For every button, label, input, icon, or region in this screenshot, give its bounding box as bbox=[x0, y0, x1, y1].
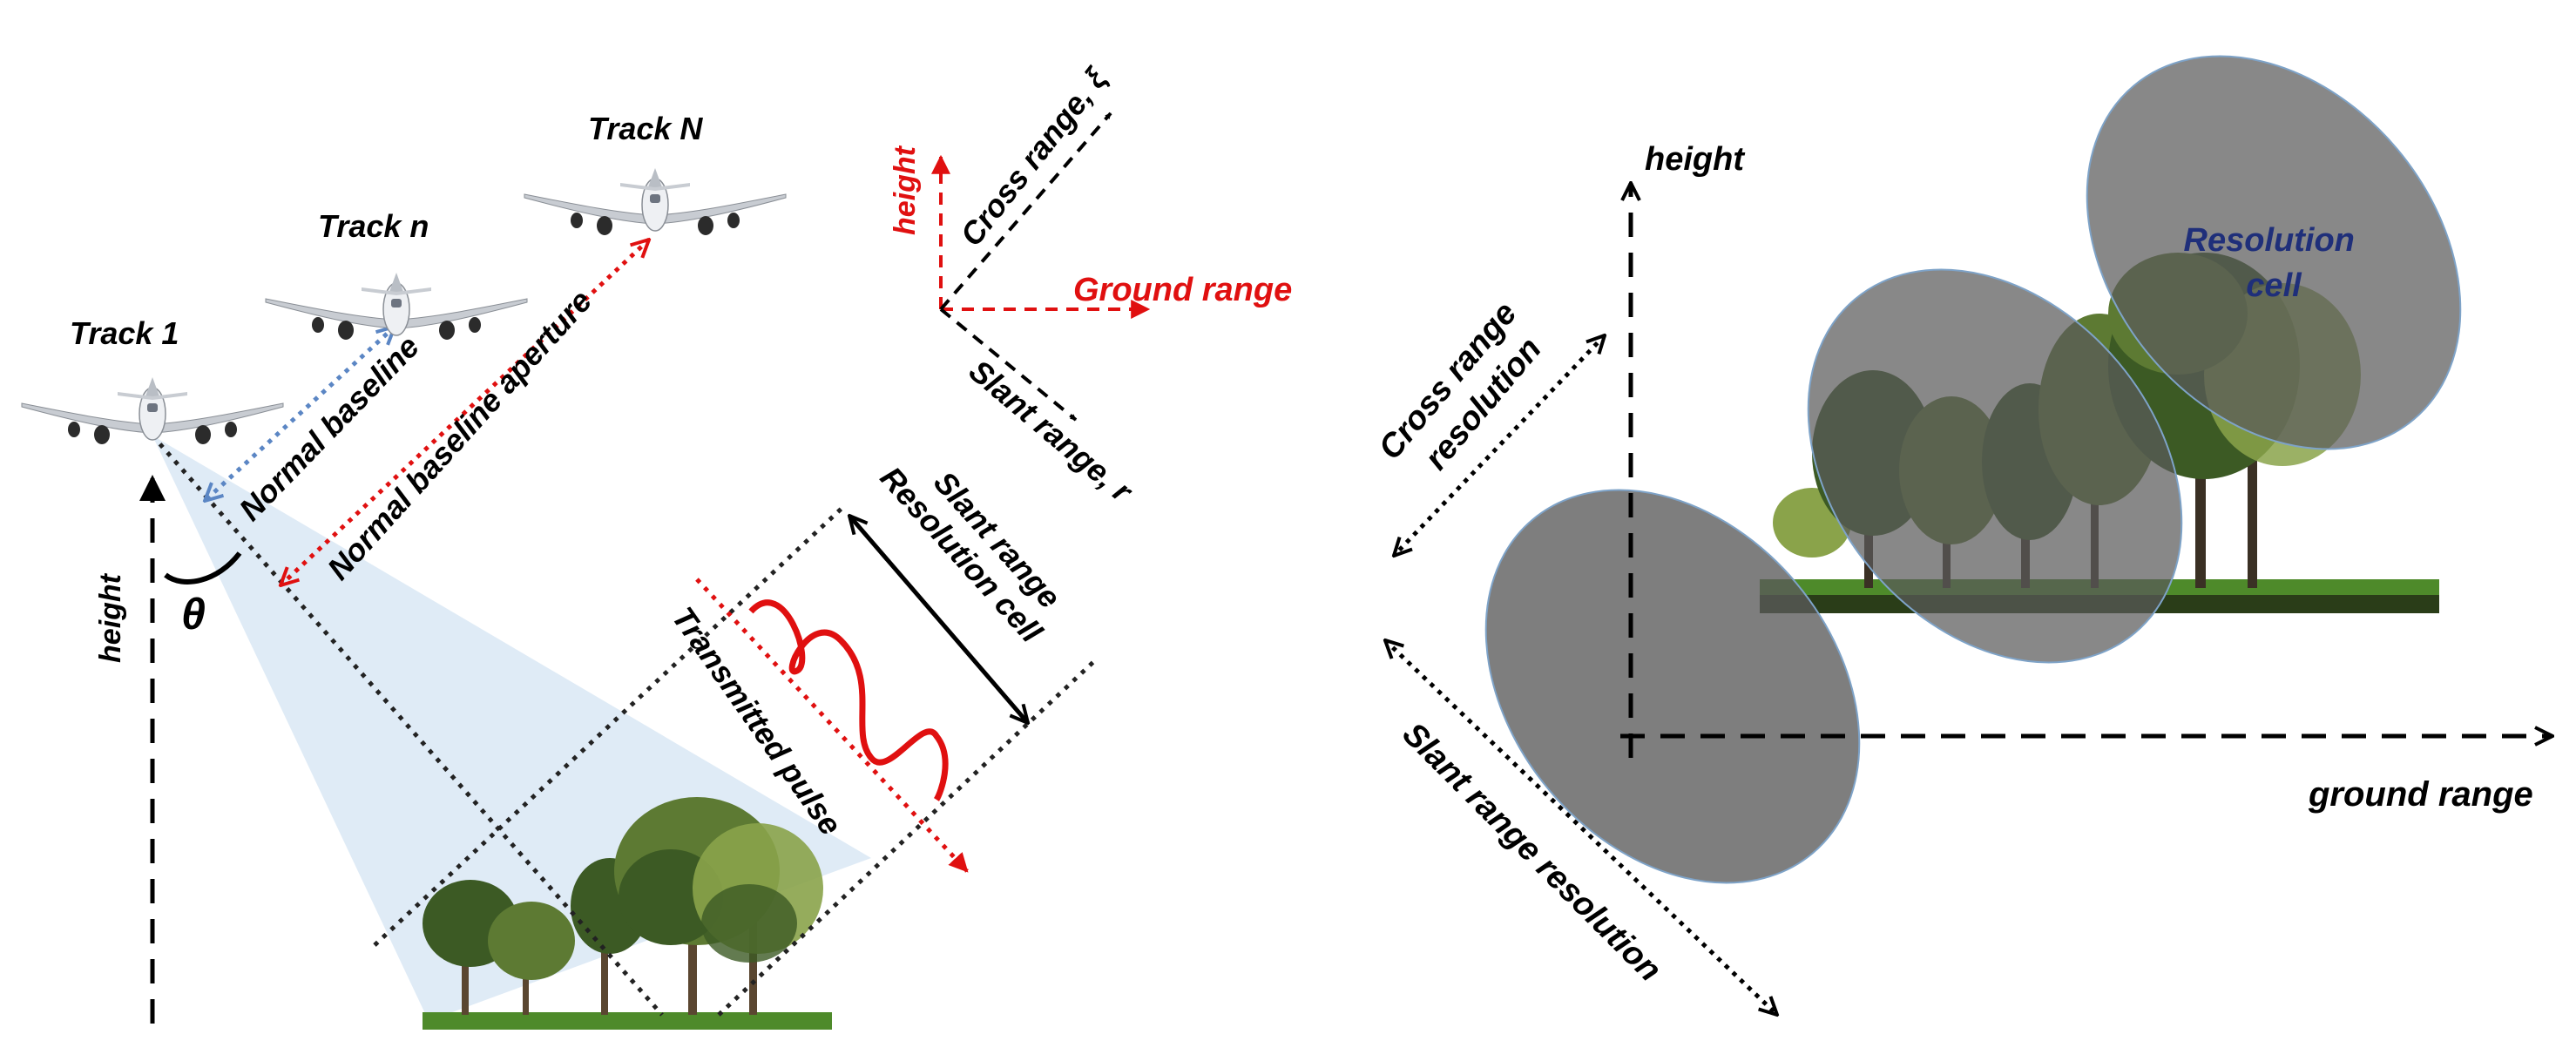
frame-ground-range-label: Ground range bbox=[1073, 272, 1292, 308]
resolution-cell-line2: cell bbox=[2246, 267, 2302, 304]
resolution-ellipse-high bbox=[2086, 55, 2462, 450]
theta-symbol: θ bbox=[181, 590, 206, 639]
track-n-label: Track n bbox=[318, 208, 429, 244]
frame-cross-range-label: Cross range, ξ bbox=[953, 60, 1114, 253]
height-label-right: height bbox=[1645, 141, 1745, 178]
slant-ray bbox=[151, 434, 664, 1017]
plane-track-1 bbox=[21, 376, 284, 445]
track-N-label: Track N bbox=[588, 111, 703, 146]
cross-range-resolution-label: Cross range resolution bbox=[1372, 288, 1562, 494]
right-panel: Resolution cell height ground range Cros… bbox=[1372, 55, 2552, 1015]
frame-slant-range-axis bbox=[939, 307, 1078, 422]
slant-range-resolution-cell-label: Slant range Resolution cell bbox=[874, 435, 1078, 650]
height-label-left: height bbox=[94, 572, 127, 663]
slant-range-resolution-arrow bbox=[849, 516, 1028, 723]
plane-track-n bbox=[265, 272, 528, 341]
tree-stand-left bbox=[423, 797, 832, 1030]
look-angle-arc bbox=[164, 551, 242, 585]
normal-baseline-aperture-arrow bbox=[281, 240, 649, 585]
ground-range-label-right: ground range bbox=[2308, 775, 2533, 814]
coordinate-frame: height Cross range, ξ Ground range Slant… bbox=[889, 60, 1292, 510]
track-1-label: Track 1 bbox=[70, 315, 179, 351]
left-panel: height θ Slant range Resolution cell Tra… bbox=[21, 60, 1292, 1030]
resolution-cell-label: Resolution cell bbox=[2184, 222, 2364, 304]
frame-cross-range-axis bbox=[939, 112, 1112, 311]
slant-range-resolution-arrow-right bbox=[1385, 640, 1777, 1015]
transmitted-pulse-wave bbox=[748, 599, 949, 801]
transmitted-pulse-direction bbox=[695, 578, 969, 873]
frame-height-label: height bbox=[889, 145, 922, 235]
resolution-ellipse-mid bbox=[1807, 268, 2183, 664]
resolution-cell-line1: Resolution bbox=[2184, 222, 2355, 259]
normal-baseline-aperture-label: Normal baseline aperture bbox=[320, 283, 598, 587]
frame-slant-range-label: Slant range, r bbox=[963, 353, 1140, 510]
plane-track-N bbox=[524, 167, 787, 236]
cross-range-resolution-arrow bbox=[1394, 335, 1605, 556]
